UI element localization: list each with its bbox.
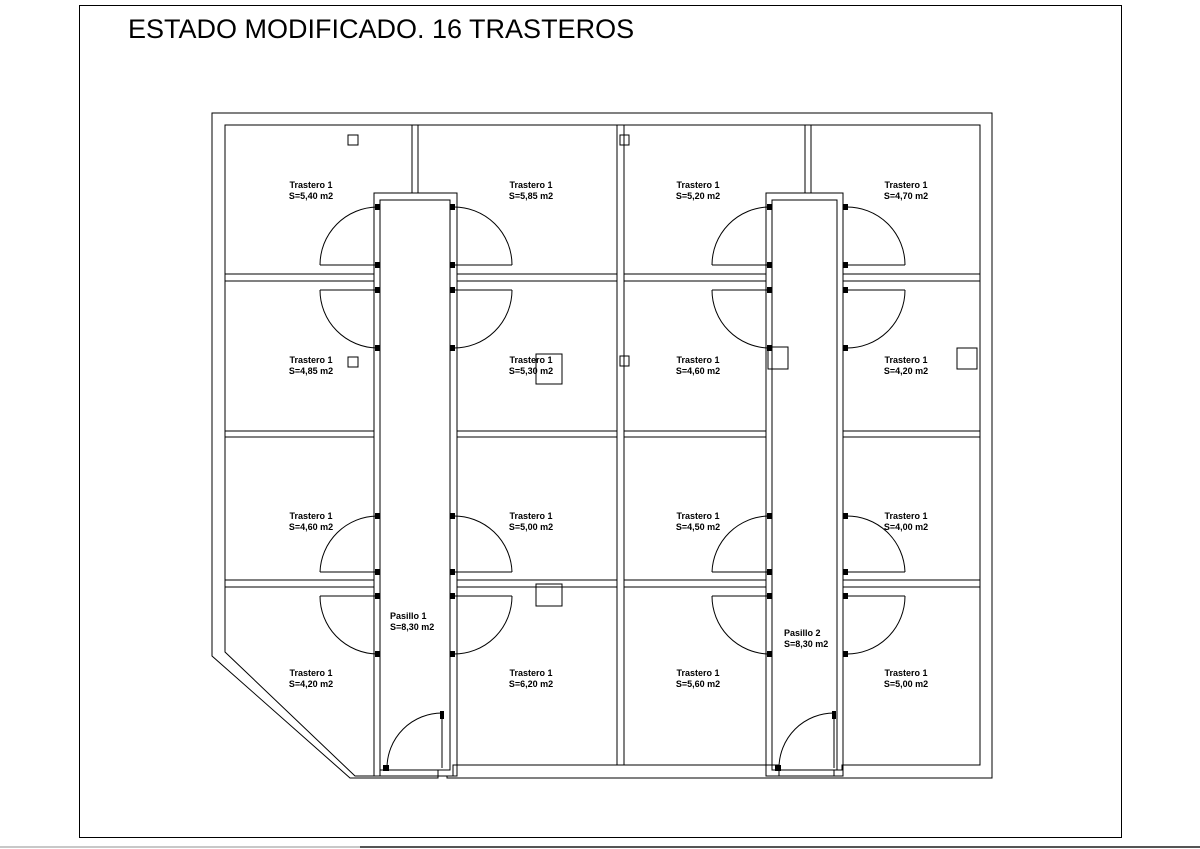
room-label: Trastero 1 xyxy=(884,668,927,678)
room-label: Trastero 1 xyxy=(676,355,719,365)
room-area: S=4,50 m2 xyxy=(676,522,720,532)
room-label: Trastero 1 xyxy=(509,180,552,190)
room-area: S=4,20 m2 xyxy=(289,679,333,689)
room-area: S=4,20 m2 xyxy=(884,366,928,376)
room-label: Trastero 1 xyxy=(676,180,719,190)
room-area: S=5,30 m2 xyxy=(509,366,553,376)
room-area: S=5,40 m2 xyxy=(289,191,333,201)
room-label: Trastero 1 xyxy=(509,668,552,678)
corridor-label: Pasillo 1 xyxy=(390,611,427,621)
room-label: Trastero 1 xyxy=(676,511,719,521)
corridor-label: Pasillo 2 xyxy=(784,628,821,638)
room-label: Trastero 1 xyxy=(289,668,332,678)
corridor-2-wall xyxy=(765,192,844,777)
corridor-area: S=8,30 m2 xyxy=(784,639,828,649)
drawing-title: ESTADO MODIFICADO. 16 TRASTEROS xyxy=(128,14,635,44)
room-label: Trastero 1 xyxy=(884,511,927,521)
room-area: S=4,60 m2 xyxy=(676,366,720,376)
room-label: Trastero 1 xyxy=(289,511,332,521)
corridor-1-wall xyxy=(373,192,458,777)
room-area: S=5,60 m2 xyxy=(676,679,720,689)
room-area: S=5,20 m2 xyxy=(676,191,720,201)
room-area: S=5,85 m2 xyxy=(509,191,553,201)
room-area: S=4,00 m2 xyxy=(884,522,928,532)
room-label: Trastero 1 xyxy=(289,180,332,190)
room-area: S=5,00 m2 xyxy=(509,522,553,532)
room-label: Trastero 1 xyxy=(884,180,927,190)
room-area: S=4,60 m2 xyxy=(289,522,333,532)
room-label: Trastero 1 xyxy=(676,668,719,678)
room-area: S=5,00 m2 xyxy=(884,679,928,689)
room-label: Trastero 1 xyxy=(289,355,332,365)
room-label: Trastero 1 xyxy=(884,355,927,365)
corridor-area: S=8,30 m2 xyxy=(390,622,434,632)
room-area: S=4,70 m2 xyxy=(884,191,928,201)
room-area: S=6,20 m2 xyxy=(509,679,553,689)
room-area: S=4,85 m2 xyxy=(289,366,333,376)
drawing-frame xyxy=(79,5,1122,838)
bottom-border-dark xyxy=(360,846,1200,848)
room-label: Trastero 1 xyxy=(509,511,552,521)
room-label: Trastero 1 xyxy=(509,355,552,365)
